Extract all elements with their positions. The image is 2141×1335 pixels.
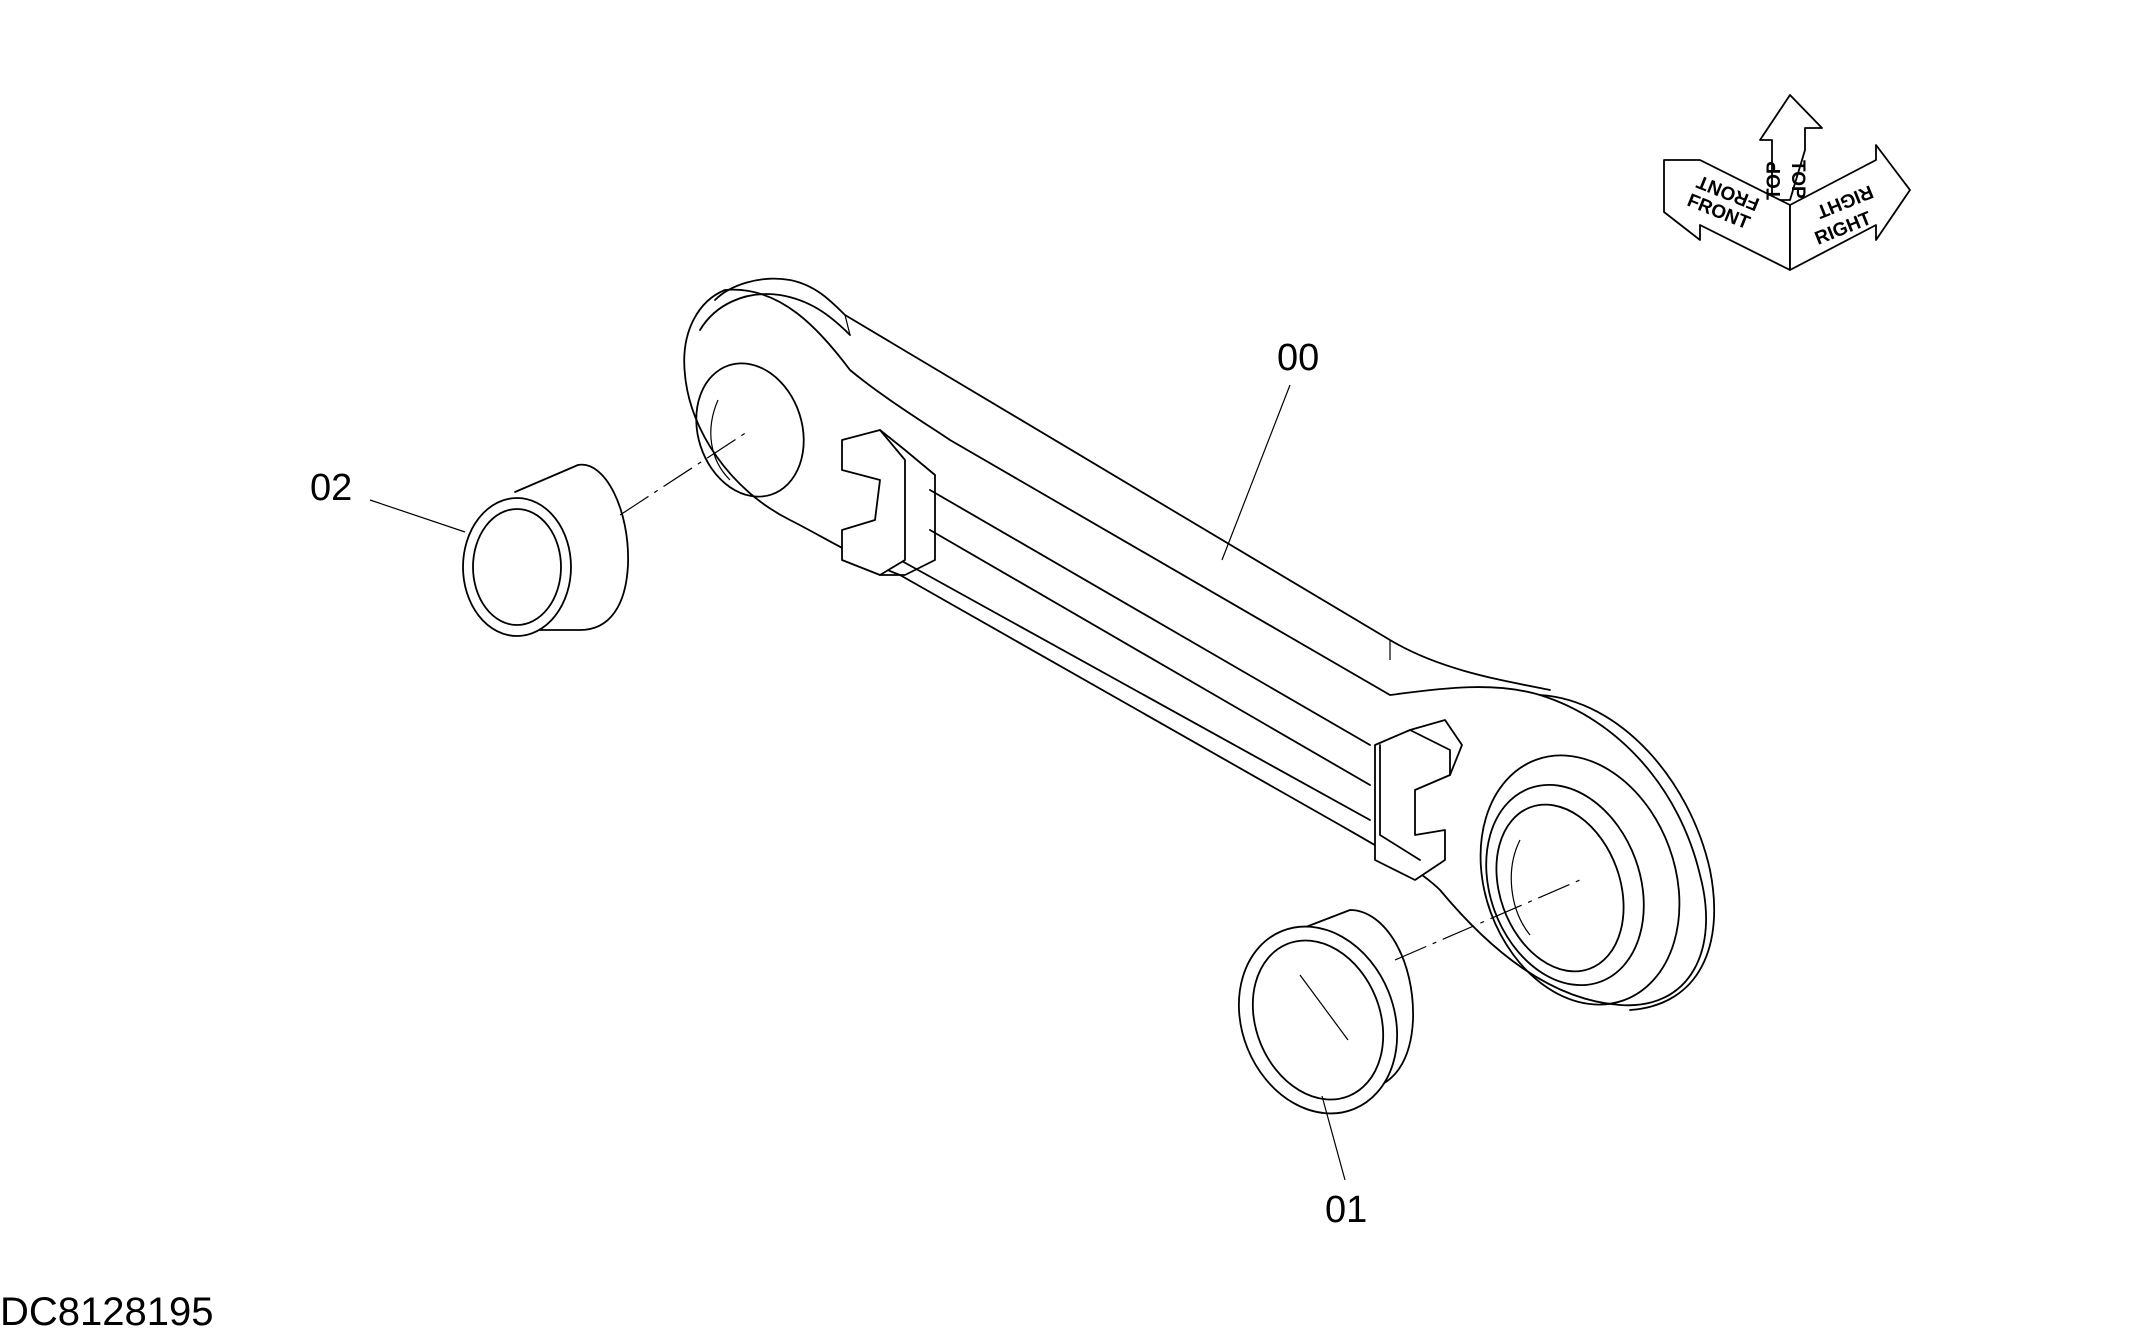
bushing-large [1237, 909, 1414, 1115]
callout-02: 02 [310, 467, 352, 509]
callout-00: 00 [1277, 337, 1319, 379]
orientation-top-label-mirrored: TOP [1764, 161, 1785, 200]
bushing-small [462, 463, 629, 637]
centerline-big-end [1394, 879, 1581, 961]
link-rod [683, 277, 1716, 1011]
centerline-small-end [619, 429, 751, 516]
leader-01 [1321, 1095, 1346, 1181]
drawing-number: DC8128195 [0, 1290, 214, 1334]
leader-00 [1221, 384, 1291, 561]
orientation-indicator: FRONT FRONT TOP TOP RIGHT RIGHT [1663, 94, 1911, 271]
leader-02 [369, 499, 466, 533]
callout-01: 01 [1325, 1189, 1367, 1231]
orientation-top-label: TOP [1787, 160, 1808, 199]
